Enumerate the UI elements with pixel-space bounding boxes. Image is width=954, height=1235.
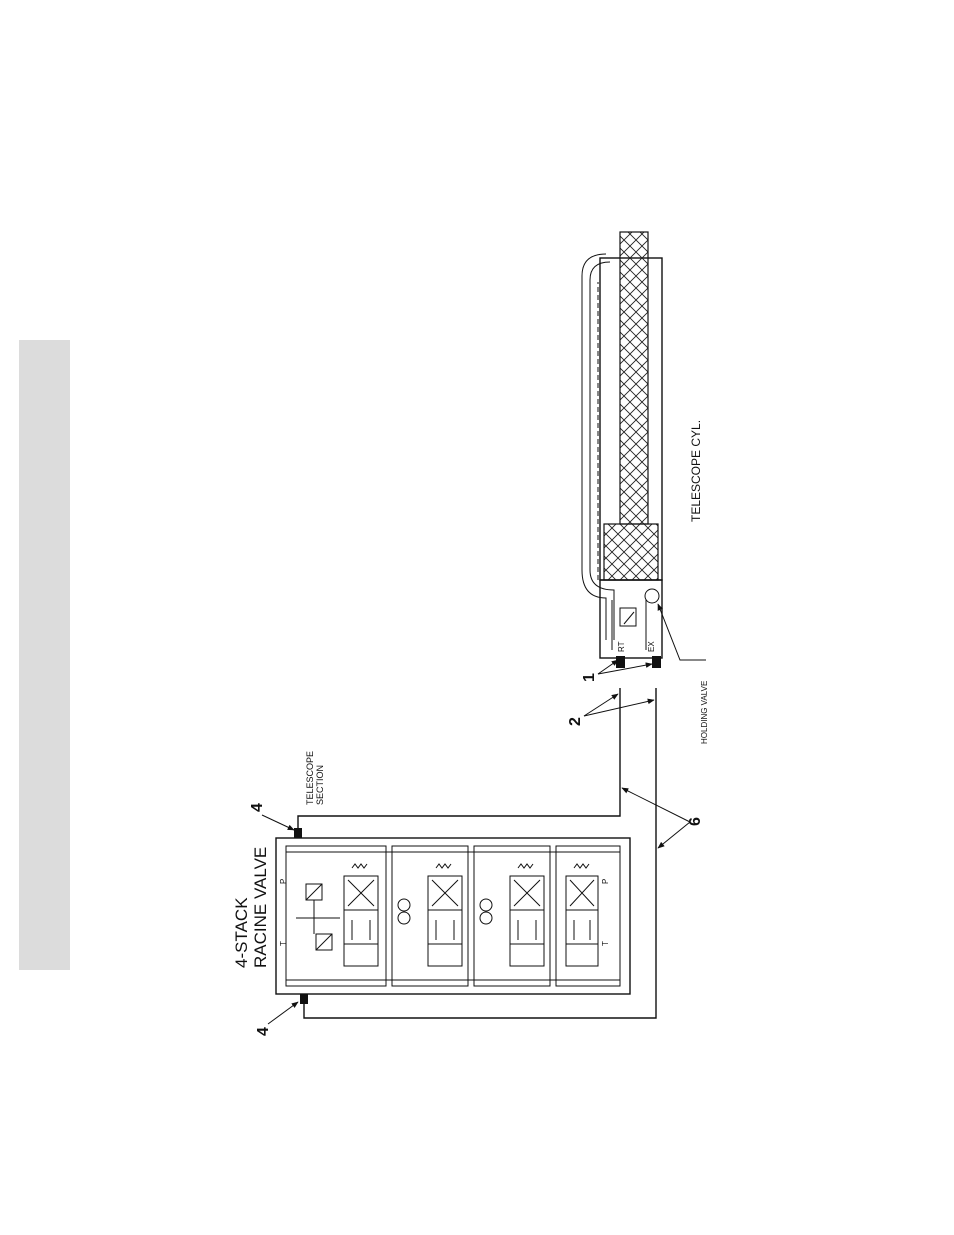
section-label-line2: SECTION bbox=[315, 765, 325, 805]
spool-section-1 bbox=[344, 864, 378, 966]
spool-section-3 bbox=[480, 864, 544, 966]
port-rt-label: RT bbox=[617, 641, 626, 652]
cylinder-label: TELESCOPE CYL. bbox=[689, 420, 703, 522]
port-ex-label: EX bbox=[647, 641, 656, 652]
racine-valve-body bbox=[276, 838, 630, 994]
port-p-bottom: P bbox=[601, 879, 610, 884]
spool-section-4 bbox=[566, 864, 598, 966]
callout-1: 1 bbox=[581, 673, 598, 682]
callout-4-top: 4 bbox=[249, 803, 266, 812]
holding-valve-label: HOLDING VALVE bbox=[700, 681, 709, 744]
valve-fitting-top bbox=[294, 828, 302, 838]
port-p-top: P bbox=[279, 879, 288, 884]
cylinder-fitting-rt bbox=[616, 656, 625, 668]
callout-4-bottom: 4 bbox=[255, 1027, 272, 1036]
valve-title-line2: RACINE VALVE bbox=[251, 847, 270, 968]
relief-valves bbox=[296, 884, 340, 950]
valve-title-line1: 4-STACK bbox=[232, 897, 251, 968]
callout-6: 6 bbox=[687, 817, 704, 826]
telescope-cylinder bbox=[582, 232, 662, 658]
port-t-top: T bbox=[279, 941, 288, 946]
section-label-line1: TELESCOPE bbox=[305, 751, 315, 805]
spool-section-2 bbox=[398, 864, 462, 966]
valve-fitting-bottom bbox=[300, 994, 308, 1004]
callout-2: 2 bbox=[567, 717, 584, 726]
port-t-bottom: T bbox=[601, 941, 610, 946]
hose-lines bbox=[298, 688, 656, 1018]
cylinder-fitting-ex bbox=[652, 656, 661, 668]
